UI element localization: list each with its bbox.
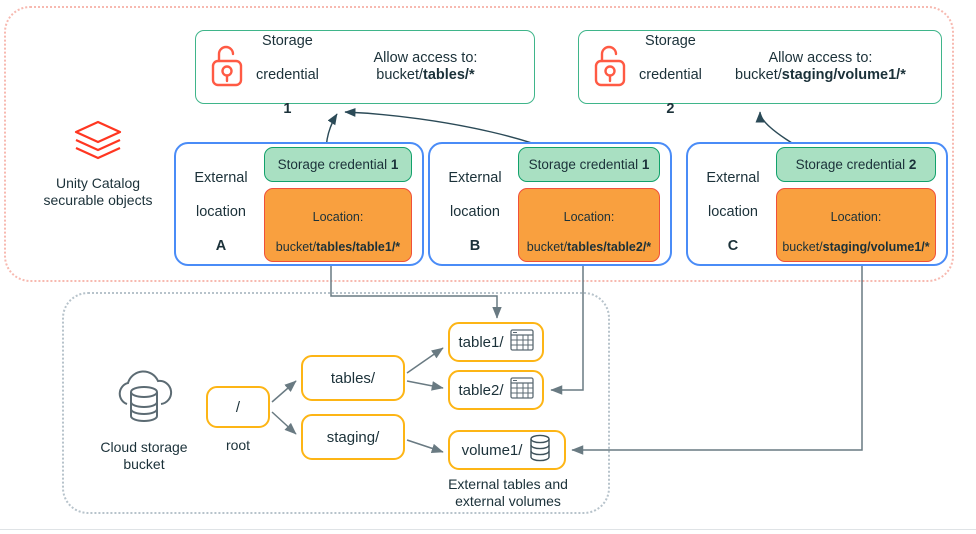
location-chip-label: Location: — [563, 209, 615, 224]
location-chip-label: Location: — [830, 209, 882, 224]
credential-chip-prefix: Storage credential — [277, 156, 391, 172]
external-location-b-credential-chip[interactable]: Storage credential 1 — [518, 146, 660, 182]
external-label-line1: External — [448, 170, 502, 186]
external-location-a[interactable]: External location A Storage credential 1… — [174, 142, 424, 266]
external-location-letter: C — [727, 238, 739, 254]
location-chip-path: staging/volume1/* — [822, 239, 930, 254]
bucket-node-table2[interactable]: table2/ — [448, 370, 544, 410]
external-location-b[interactable]: External location B Storage credential 1… — [428, 142, 672, 266]
allow-access-path: tables/* — [423, 67, 475, 83]
bucket-node-tables-label: tables/ — [330, 369, 376, 387]
allow-access-label: Allow access to: — [768, 50, 873, 66]
bottom-divider — [0, 529, 976, 530]
location-chip-prefix: bucket/ — [275, 239, 317, 254]
database-cylinder-icon — [528, 434, 552, 466]
storage-credential-card-1[interactable]: Storage credential 1 Allow access to: bu… — [195, 30, 535, 117]
credential-title-line1: Storage — [262, 33, 313, 49]
credential-title-line2: credential — [256, 67, 319, 83]
bucket-node-root-label: / — [235, 398, 241, 416]
unlocked-padlock-icon — [591, 42, 629, 93]
table-grid-icon — [509, 329, 534, 355]
bucket-node-root[interactable]: / — [206, 386, 270, 428]
bucket-node-staging-label: staging/ — [326, 428, 380, 446]
external-label-line2: location — [450, 204, 500, 220]
external-location-c-credential-chip[interactable]: Storage credential 2 — [776, 146, 936, 182]
external-location-b-label: External location B — [438, 153, 512, 255]
external-location-a-label: External location A — [184, 153, 258, 255]
bucket-node-staging[interactable]: staging/ — [301, 414, 405, 460]
cloud-database-icon — [107, 368, 181, 433]
credential-chip-prefix: Storage credential — [795, 156, 909, 172]
unity-catalog-legend-label: Unity Catalog securable objects — [43, 175, 153, 208]
external-location-a-credential-chip[interactable]: Storage credential 1 — [264, 146, 412, 182]
credential-title-1: Storage credential 1 — [256, 16, 319, 118]
bucket-node-volume1[interactable]: volume1/ — [448, 430, 566, 470]
databricks-layers-icon — [72, 118, 124, 169]
bucket-node-tables[interactable]: tables/ — [301, 355, 405, 401]
external-label-line2: location — [708, 204, 758, 220]
external-objects-caption: External tables and external volumes — [448, 476, 568, 509]
bucket-node-table1-label: table1/ — [458, 333, 504, 351]
external-location-a-location-chip[interactable]: Location: bucket/tables/table1/* — [264, 187, 412, 262]
location-chip-label: Location: — [312, 209, 364, 224]
bucket-root-caption: root — [225, 437, 251, 453]
external-location-letter: A — [215, 238, 227, 254]
bucket-node-table1[interactable]: table1/ — [448, 322, 544, 362]
credential-allow-access-2: Allow access to: bucket/staging/volume1/… — [712, 50, 929, 84]
allow-access-path: staging/volume1/* — [781, 67, 906, 83]
external-location-letter: B — [469, 238, 481, 254]
credential-chip-number: 1 — [641, 156, 650, 172]
allow-access-prefix: bucket/ — [735, 67, 782, 83]
credential-number: 1 — [283, 101, 292, 117]
external-location-c[interactable]: External location C Storage credential 2… — [686, 142, 948, 266]
credential-chip-number: 2 — [908, 156, 917, 172]
external-location-b-location-chip[interactable]: Location: bucket/tables/table2/* — [518, 187, 660, 262]
location-chip-path: tables/table2/* — [567, 239, 652, 254]
external-location-c-label: External location C — [696, 153, 770, 255]
unlocked-padlock-icon — [208, 42, 246, 93]
cloud-storage-legend-label: Cloud storage bucket — [100, 439, 188, 472]
credential-chip-number: 1 — [390, 156, 399, 172]
external-label-line1: External — [194, 170, 248, 186]
credential-title-line1: Storage — [645, 33, 696, 49]
storage-credential-card-2[interactable]: Storage credential 2 Allow access to: bu… — [578, 30, 942, 117]
location-chip-prefix: bucket/ — [526, 239, 568, 254]
external-label-line2: location — [196, 204, 246, 220]
unity-catalog-legend: Unity Catalog securable objects — [22, 118, 174, 209]
credential-chip-prefix: Storage credential — [528, 156, 642, 172]
location-chip-path: tables/table1/* — [316, 239, 401, 254]
external-location-c-location-chip[interactable]: Location: bucket/staging/volume1/* — [776, 187, 936, 262]
external-label-line1: External — [706, 170, 760, 186]
credential-title-line2: credential — [639, 67, 702, 83]
location-chip-prefix: bucket/ — [782, 239, 823, 254]
table-grid-icon — [509, 377, 534, 403]
credential-title-2: Storage credential 2 — [639, 16, 702, 118]
bucket-node-table2-label: table2/ — [458, 381, 504, 399]
credential-allow-access-1: Allow access to: bucket/tables/* — [329, 50, 522, 84]
bucket-node-volume1-label: volume1/ — [461, 441, 523, 459]
allow-access-label: Allow access to: — [373, 50, 478, 66]
cloud-storage-legend: Cloud storage bucket — [78, 368, 210, 473]
allow-access-prefix: bucket/ — [376, 67, 424, 83]
credential-number: 2 — [666, 101, 675, 117]
